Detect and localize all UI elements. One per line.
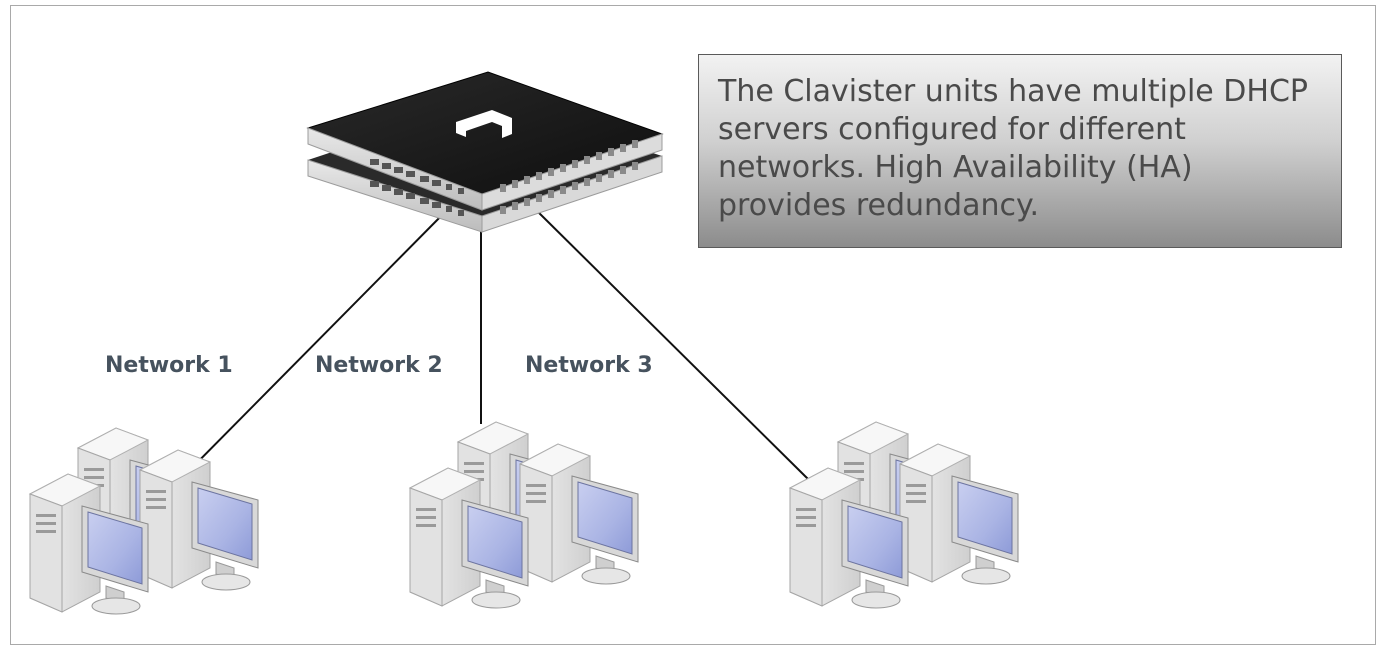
network-1-label: Network 1 (105, 353, 233, 378)
client-group-network-3 (790, 422, 1018, 608)
clavister-logo-icon (456, 110, 512, 138)
client-group-network-1 (30, 428, 258, 614)
callout-text: The Clavister units have multiple DHCP s… (718, 74, 1308, 223)
info-callout: The Clavister units have multiple DHCP s… (698, 54, 1342, 248)
link-network-1 (171, 204, 453, 489)
link-network-3 (529, 203, 809, 480)
network-diagram (0, 71, 1386, 629)
network-3-label: Network 3 (525, 353, 653, 378)
ha-firewall-pair-icon (306, 71, 664, 233)
network-2-label: Network 2 (315, 353, 443, 378)
client-group-network-2 (410, 422, 638, 608)
